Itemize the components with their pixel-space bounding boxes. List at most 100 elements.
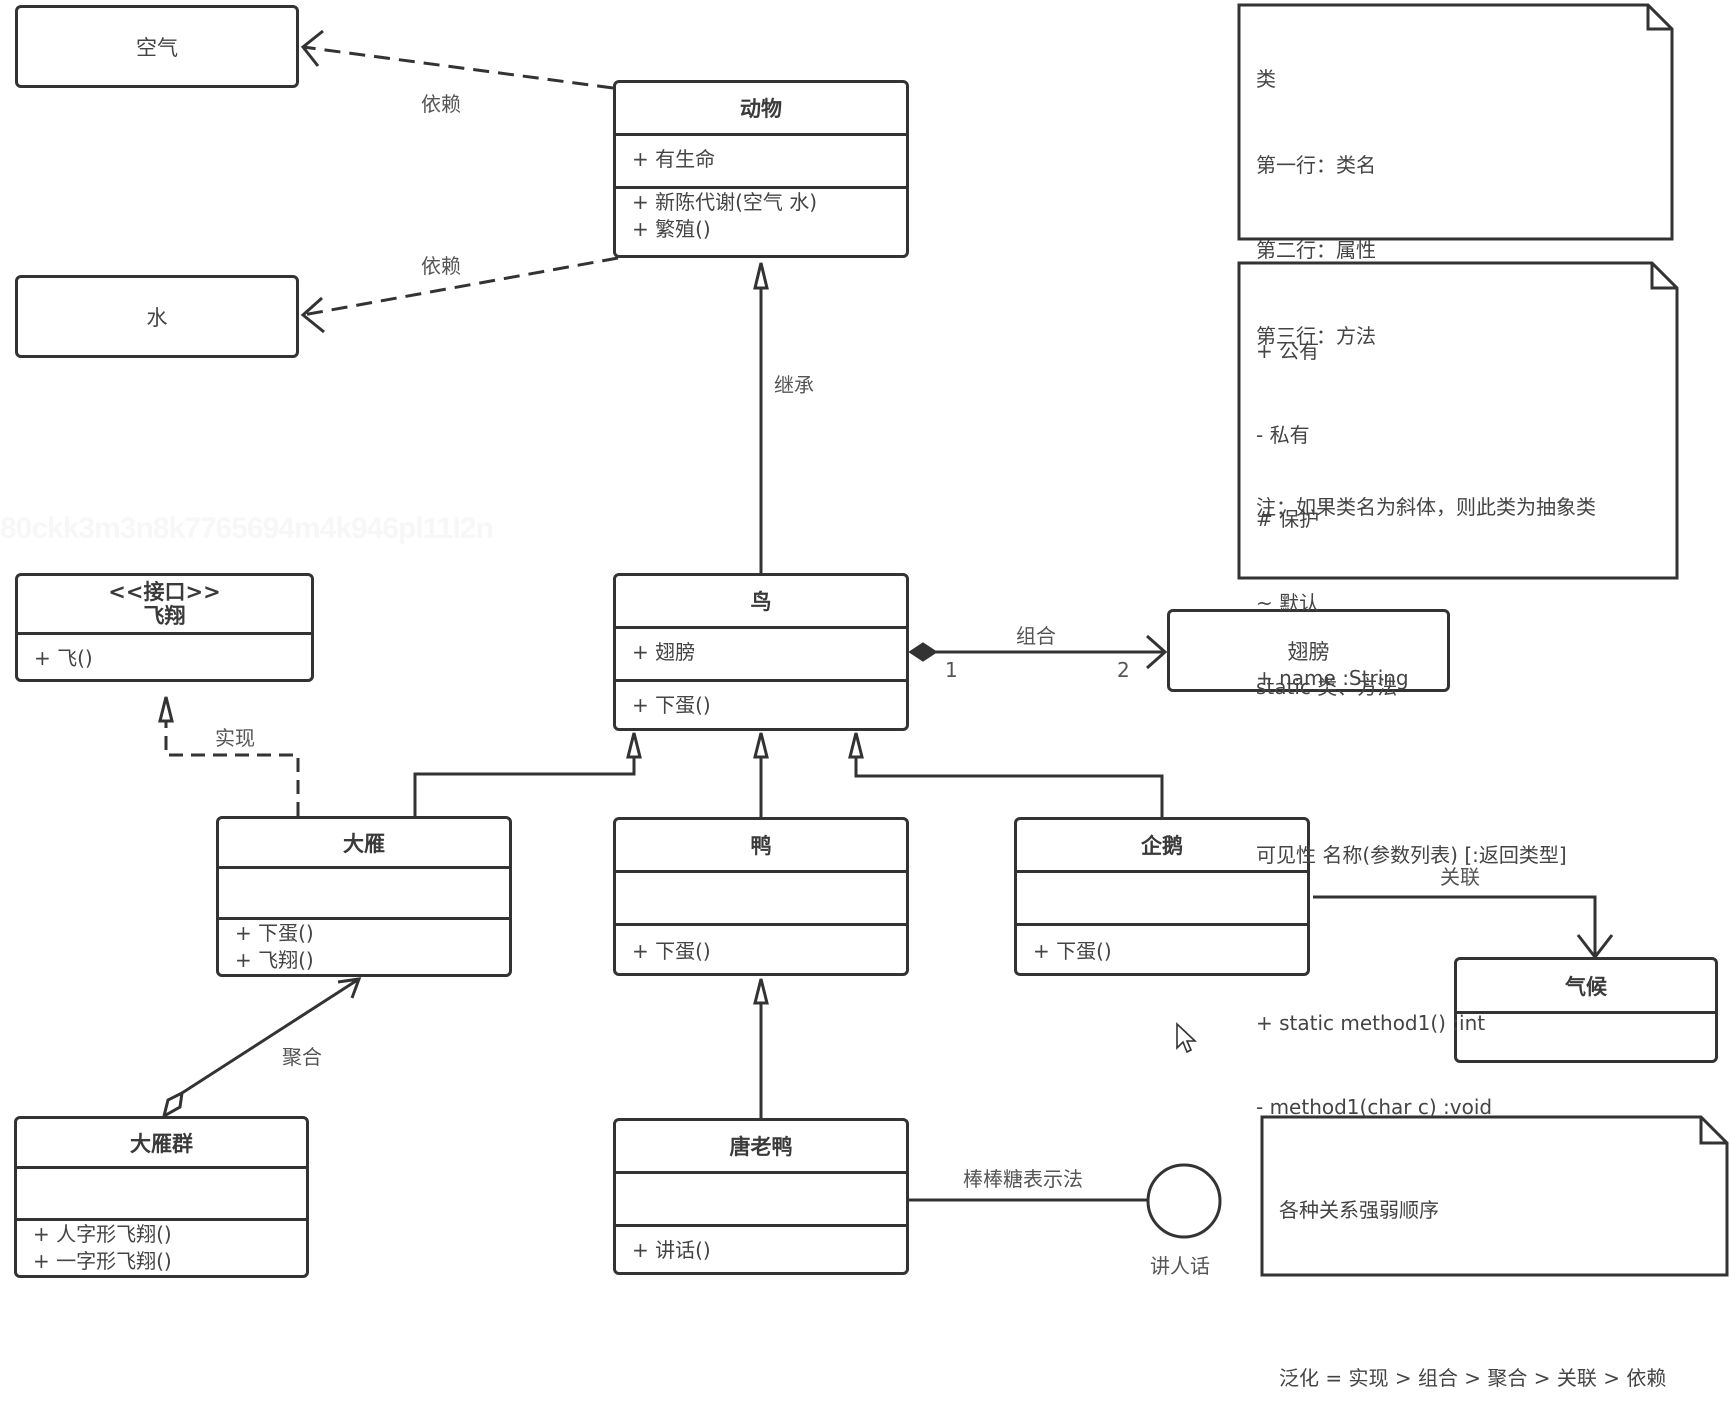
- interface-stereotype: <<接口>>: [108, 580, 221, 604]
- method-item: + 下蛋(): [632, 939, 711, 963]
- label-aggregation: 聚合: [282, 1045, 322, 1069]
- note-line: ​: [1256, 757, 1567, 785]
- class-penguin[interactable]: 企鹅 + 下蛋(): [1014, 817, 1310, 976]
- diagram-connectors: [158, 3, 1729, 1277]
- label-dependency-water: 依赖: [421, 254, 461, 278]
- class-note-dogear: [1646, 5, 1672, 31]
- class-donald-duck-header: 唐老鸭: [616, 1121, 906, 1174]
- composition-diamond: [908, 642, 938, 662]
- inheritance-line-penguin-bird: [854, 757, 1164, 817]
- class-climate-name: 气候: [1565, 974, 1607, 999]
- class-goose-flock[interactable]: 大雁群 + 人字形飞翔() + 一字形飞翔(): [14, 1116, 309, 1278]
- class-donald-duck[interactable]: 唐老鸭 + 讲话(): [613, 1118, 909, 1275]
- note-line: + static method1() :int: [1256, 1011, 1486, 1035]
- visibility-note: + 公有 - 私有 # 保护 ~ 默认 static 类、方法 ​ 可见性 名称…: [1256, 281, 1567, 1149]
- aggregation-arrowhead: [337, 977, 362, 999]
- class-goose[interactable]: 大雁 + 下蛋() + 飞翔(): [216, 816, 512, 977]
- class-goose-attributes: [219, 869, 509, 920]
- aggregation-line: [181, 977, 360, 1095]
- lollipop-interface-circle: [1146, 1163, 1222, 1239]
- class-animal-attributes: + 有生命: [616, 136, 906, 189]
- class-climate[interactable]: 气候: [1454, 957, 1718, 1063]
- class-goose-methods: + 下蛋() + 飞翔(): [219, 920, 509, 974]
- method-item: + 飞(): [34, 646, 93, 670]
- class-bird-methods: + 下蛋(): [616, 682, 906, 728]
- attribute-item: + 翅膀: [632, 640, 696, 664]
- interface-fly-methods: + 飞(): [18, 635, 311, 679]
- note-line: 第三行：方法: [1256, 323, 1376, 348]
- realization-line: [164, 722, 300, 816]
- method-item: + 一字形飞翔(): [33, 1249, 172, 1273]
- composition-multiplicity-target: 2: [1117, 658, 1130, 682]
- class-bird-name: 鸟: [750, 590, 772, 614]
- visibility-note-dogear: [1650, 263, 1677, 290]
- class-water-name: 水: [146, 305, 168, 330]
- note-line: 注：如果类名为斜体，则此类为抽象类: [1256, 494, 1596, 519]
- class-wing[interactable]: 翅膀: [1167, 609, 1450, 692]
- note-line: 可见性 名称(参数列表) [:返回类型]: [1256, 843, 1567, 867]
- method-item: + 人字形飞翔(): [33, 1222, 172, 1246]
- class-penguin-methods: + 下蛋(): [1017, 926, 1307, 973]
- inheritance-line-goose-bird: [413, 755, 636, 816]
- method-item: + 下蛋(): [235, 921, 314, 945]
- note-line: 第二行：属性: [1256, 238, 1376, 262]
- inheritance-arrowhead-duck: [753, 732, 769, 759]
- note-line: + 公有: [1256, 339, 1320, 363]
- attribute-item: + 有生命: [632, 147, 716, 171]
- class-air[interactable]: 空气: [15, 5, 299, 88]
- method-item: + 下蛋(): [1033, 939, 1112, 963]
- class-penguin-attributes: [1017, 873, 1307, 926]
- label-composition: 组合: [1016, 624, 1056, 648]
- class-donald-duck-name: 唐老鸭: [729, 1135, 793, 1159]
- label-inheritance: 继承: [774, 373, 814, 397]
- dependency-line-air: [302, 45, 614, 90]
- interface-fly-name: 飞翔: [143, 604, 186, 628]
- watermark-text: 80ckk3m3n8k7765694m4k946pl11l2n: [0, 512, 494, 545]
- note-line: # 保护: [1256, 507, 1320, 531]
- note-line: - method1(char c) :void: [1256, 1095, 1493, 1119]
- class-duck-name: 鸭: [750, 834, 772, 858]
- interface-fly[interactable]: <<接口>> 飞翔 + 飞(): [15, 573, 314, 682]
- class-goose-flock-name: 大雁群: [130, 1131, 193, 1156]
- inheritance-arrowhead-donald: [753, 978, 769, 1005]
- relation-order-note: 各种关系强弱顺序 ​ 泛化 = 实现 > 组合 > 聚合 > 关联 > 依赖: [1279, 1140, 1666, 1420]
- class-bird[interactable]: 鸟 + 翅膀 + 下蛋(): [613, 573, 909, 731]
- method-item: + 繁殖(): [632, 217, 711, 241]
- class-goose-flock-methods: + 人字形飞翔() + 一字形飞翔(): [17, 1221, 306, 1275]
- label-realization: 实现: [215, 726, 255, 750]
- composition-multiplicity-source: 1: [945, 658, 958, 682]
- inheritance-arrowhead-goose: [626, 732, 642, 759]
- class-animal-name: 动物: [740, 97, 782, 121]
- order-note-dogear: [1699, 1117, 1727, 1145]
- class-penguin-header: 企鹅: [1017, 820, 1307, 873]
- mouse-cursor-icon: [1176, 1022, 1198, 1054]
- class-wing-name: 翅膀: [1287, 639, 1330, 664]
- class-bird-attributes: + 翅膀: [616, 629, 906, 682]
- class-animal-header: 动物: [616, 83, 906, 136]
- dependency-arrowhead-air: [300, 29, 324, 67]
- note-line: + name :String: [1256, 665, 1409, 690]
- label-dependency-air: 依赖: [421, 92, 461, 116]
- dependency-line-water: [302, 256, 619, 317]
- note-line: 泛化 = 实现 > 组合 > 聚合 > 关联 > 依赖: [1279, 1366, 1667, 1390]
- class-duck[interactable]: 鸭 + 下蛋(): [613, 817, 909, 976]
- dependency-arrowhead-water: [300, 296, 325, 334]
- class-animal[interactable]: 动物 + 有生命 + 新陈代谢(空气 水) + 繁殖(): [613, 80, 909, 258]
- class-note-outline: [1237, 3, 1674, 241]
- class-goose-name: 大雁: [343, 831, 385, 856]
- class-climate-header: 气候: [1457, 960, 1715, 1014]
- note-line: 各种关系强弱顺序: [1279, 1198, 1439, 1222]
- interface-fly-header: <<接口>> 飞翔: [18, 576, 311, 635]
- note-line: ~ 默认: [1256, 591, 1320, 615]
- class-goose-header: 大雁: [219, 819, 509, 870]
- class-duck-attributes: [616, 873, 906, 926]
- visibility-note-outline: [1237, 261, 1679, 580]
- class-penguin-name: 企鹅: [1141, 834, 1183, 858]
- note-line: ​: [1279, 1280, 1666, 1308]
- order-note-outline: [1260, 1115, 1729, 1277]
- class-air-name: 空气: [136, 35, 178, 60]
- class-water[interactable]: 水: [15, 275, 299, 358]
- class-goose-flock-header: 大雁群: [17, 1119, 306, 1170]
- label-lollipop-interface: 讲人话: [1150, 1254, 1210, 1278]
- label-lollipop: 棒棒糖表示法: [963, 1167, 1083, 1191]
